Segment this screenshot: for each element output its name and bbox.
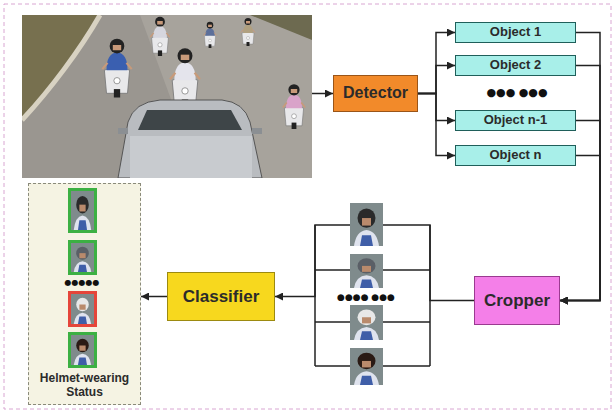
connector-arrow	[560, 156, 600, 301]
connector-arrow	[141, 296, 167, 298]
node-text: Object n	[489, 148, 541, 163]
status-thumbnails	[68, 188, 97, 368]
object-box: Object 2	[455, 55, 576, 76]
node-text: Object 2	[490, 58, 541, 73]
object-box: Object 1	[455, 22, 576, 43]
node-text: Helmet-wearing Status	[34, 372, 135, 400]
ellipsis-label: ●●●●●	[65, 279, 100, 287]
cropper-box: Cropper	[474, 276, 560, 325]
object-box: Object n	[455, 145, 576, 166]
node-text: Detector	[343, 84, 408, 102]
node-text: Object n-1	[484, 113, 548, 128]
photo-arrow	[312, 93, 333, 95]
crop-bracket	[315, 225, 430, 366]
outer-frame	[4, 4, 611, 409]
object-box: Object n-1	[455, 110, 576, 131]
connector-arrow	[560, 66, 600, 301]
crop-picture	[350, 348, 383, 385]
status-panel-ground	[28, 183, 141, 405]
crop-picture	[350, 305, 383, 340]
detector-box: Detector	[333, 75, 418, 112]
classifier-box: Classifier	[167, 272, 275, 321]
crop-picture	[350, 203, 383, 246]
traffic-photo	[22, 15, 312, 178]
connector-arrow	[418, 33, 455, 94]
ellipsis-label: ●●●● ●●●	[337, 293, 395, 302]
connector-arrow	[418, 66, 455, 94]
node-text: Classifier	[183, 287, 260, 307]
connector-arrow	[418, 94, 455, 156]
node-text: Object 1	[490, 25, 541, 40]
crop-picture	[350, 254, 383, 288]
node-text: Cropper	[484, 291, 550, 311]
ellipsis-label: ●●● ●●●	[486, 87, 547, 98]
status-panel: Helmet-wearing Status	[28, 183, 141, 405]
